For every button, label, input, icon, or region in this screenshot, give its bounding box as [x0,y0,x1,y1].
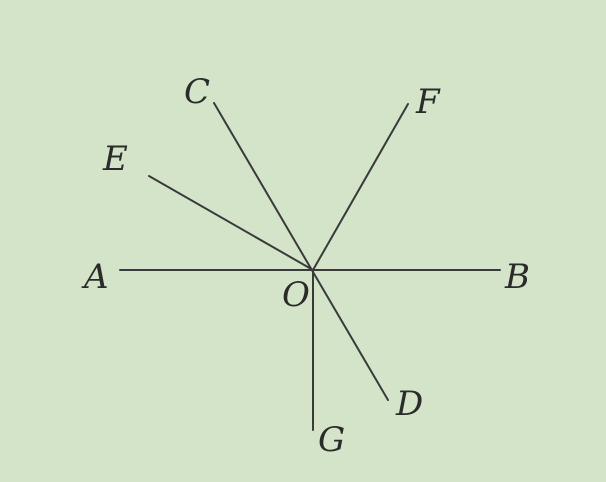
ray-OE [148,175,314,271]
label-D: D [395,384,423,424]
label-F: F [415,82,441,122]
label-E: E [102,139,128,179]
label-C: C [184,72,210,112]
label-B: B [504,257,530,297]
label-O: O [282,275,310,315]
label-A: A [81,257,109,297]
label-G: G [318,420,345,460]
ray-OF [312,103,409,271]
line-CD [213,102,389,401]
